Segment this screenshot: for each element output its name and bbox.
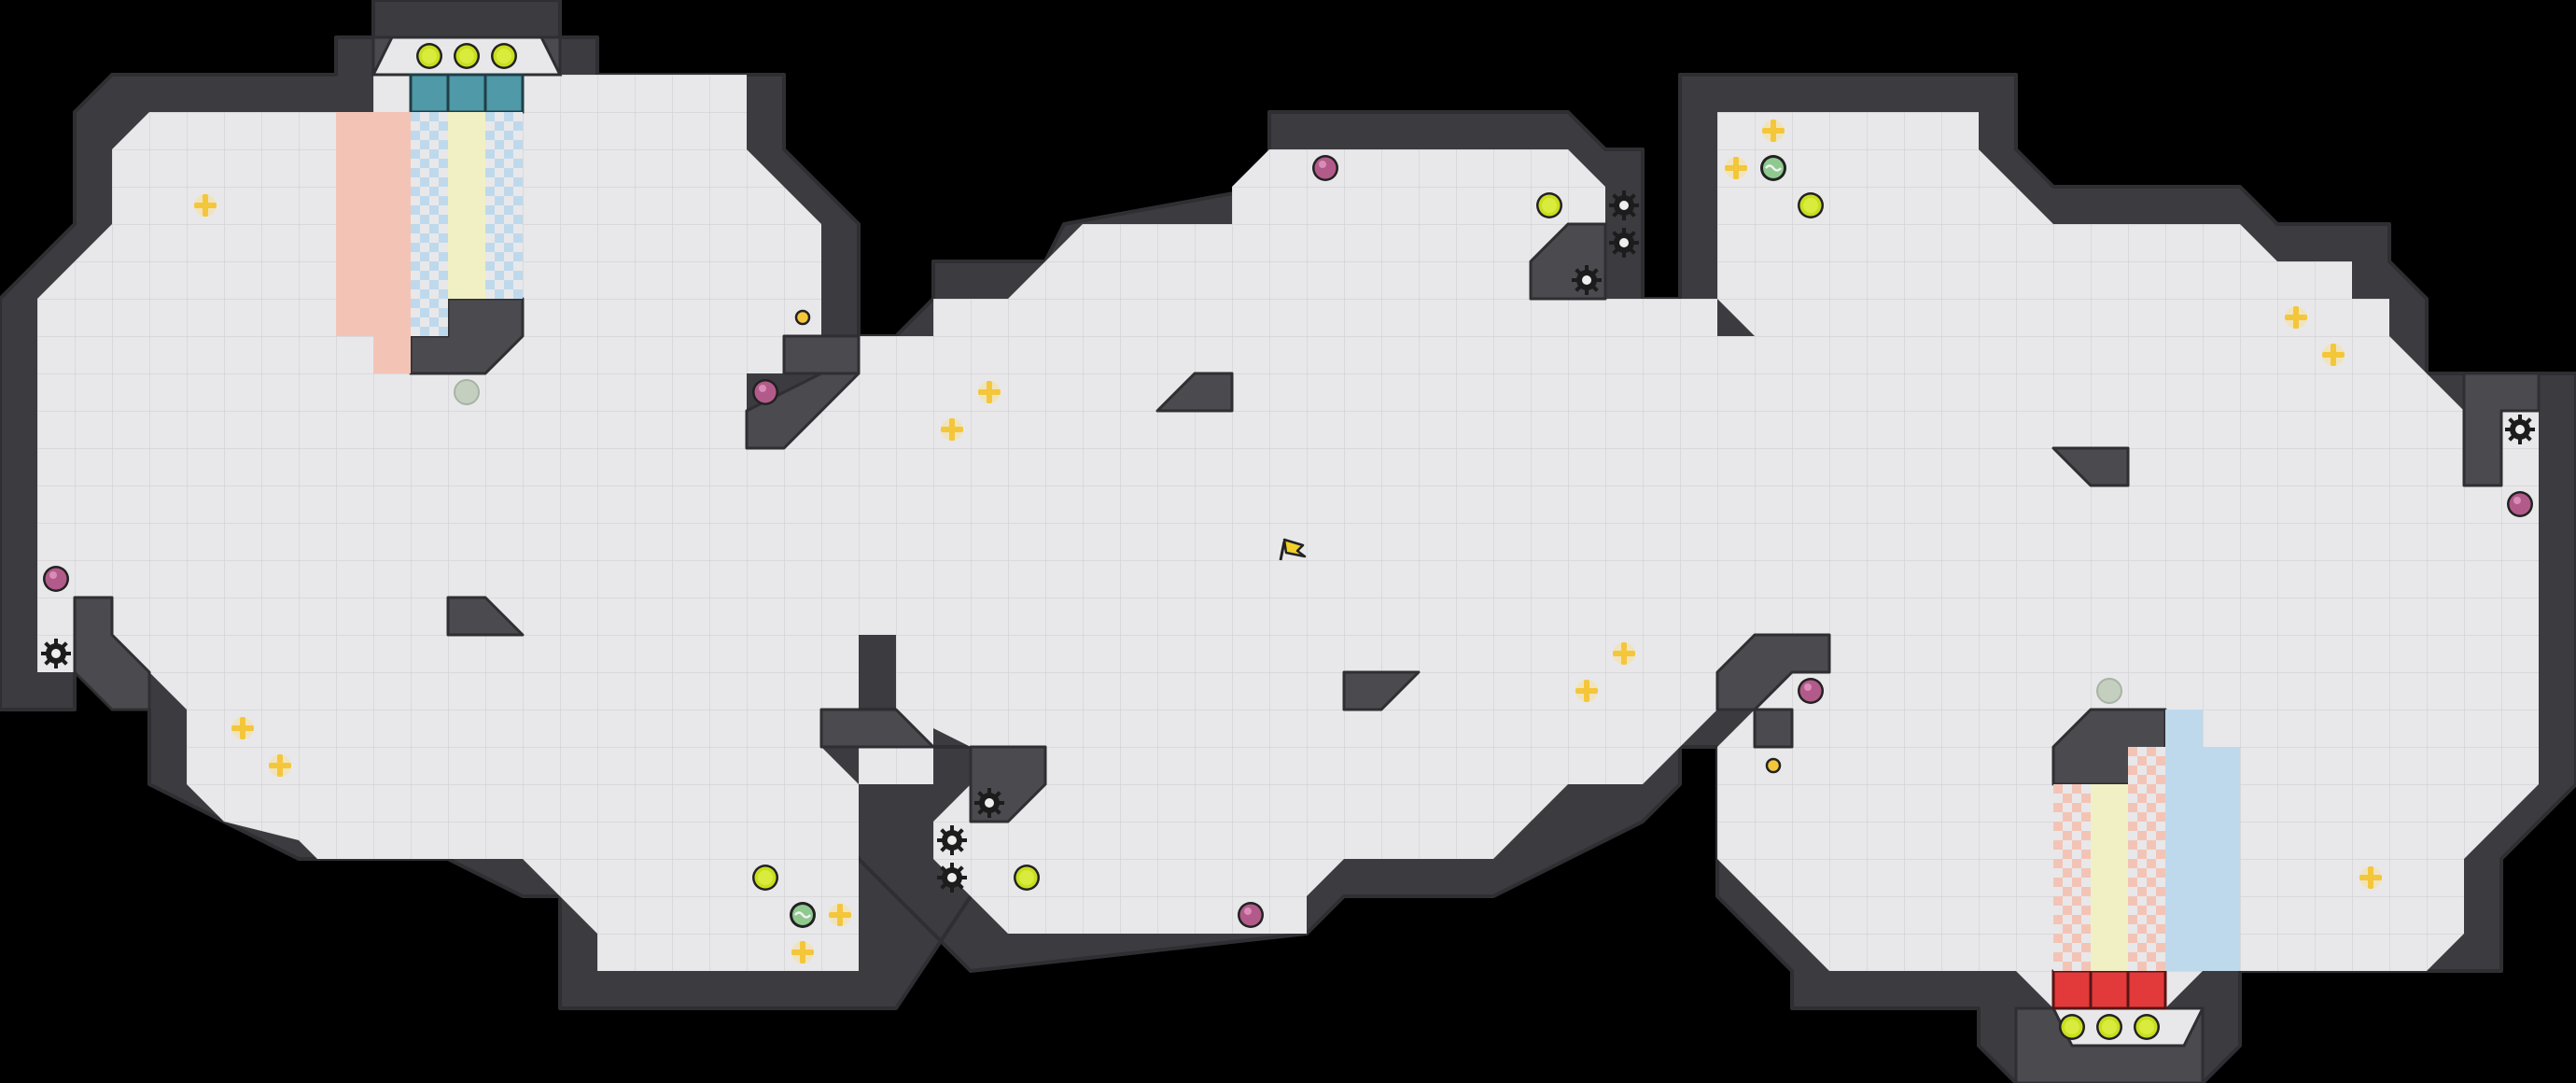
red-spawn-ball: [2096, 1014, 2122, 1040]
blue-gate-tile: [409, 73, 450, 114]
boost-icon: [978, 381, 1001, 403]
boost-icon: [1613, 642, 1635, 665]
powerup-ball: [1014, 865, 1040, 891]
bomb-icon: [1238, 902, 1264, 928]
portal-icon: [788, 900, 818, 930]
blue-team-spawn: [371, 35, 563, 114]
small-token: [794, 309, 811, 326]
boost-icon: [2285, 306, 2307, 329]
blue-spawn-ball: [454, 43, 480, 69]
boost-icon: [941, 418, 963, 441]
spike-icon: [937, 863, 967, 893]
boost-icon: [829, 904, 851, 926]
bomb-icon: [1798, 678, 1824, 704]
boost-icon: [2359, 866, 2382, 889]
bomb-icon: [2507, 491, 2533, 517]
inner-walls: [73, 35, 2541, 1083]
red-gate-tile: [2089, 969, 2130, 1010]
red-team-spawn: [2051, 969, 2205, 1048]
blue-gate-tile: [483, 73, 525, 114]
red-team-zones: [2053, 710, 2240, 971]
red-spawn-ball: [2134, 1014, 2160, 1040]
bomb-icon: [43, 566, 69, 592]
powerup-ball: [1798, 192, 1824, 218]
spike-icon: [937, 825, 967, 855]
inactive-pad: [2096, 678, 2122, 704]
spike-icon: [974, 788, 1004, 818]
powerups: [454, 192, 2122, 891]
boost-icon: [2322, 344, 2345, 366]
boost-icon: [194, 194, 217, 217]
bomb-icon: [752, 379, 778, 405]
boost-icon: [269, 754, 291, 777]
inactive-pad: [454, 379, 480, 405]
boost-icon: [1762, 120, 1785, 142]
powerup-ball: [1536, 192, 1562, 218]
spike-icon: [41, 639, 71, 668]
blue-team-zones: [336, 112, 523, 373]
red-gate-tile: [2051, 969, 2093, 1010]
blue-spawn-ball: [416, 43, 442, 69]
spike-icon: [1609, 228, 1639, 258]
spike-icon: [2505, 415, 2535, 444]
portal-icon: [1758, 153, 1788, 183]
bomb-icon: [1312, 155, 1338, 181]
red-gate-tile: [2126, 969, 2167, 1010]
boost-icon: [1725, 157, 1747, 179]
neutral-flag[interactable]: [1279, 538, 1307, 561]
red-spawn-ball: [2059, 1014, 2085, 1040]
blue-gate-tile: [446, 73, 487, 114]
spike-icon: [1572, 265, 1602, 295]
spike-icon: [1609, 190, 1639, 220]
floor: [37, 75, 2539, 1008]
boost-icon: [791, 941, 814, 963]
powerup-ball: [752, 865, 778, 891]
boost-icon: [1575, 680, 1598, 702]
blue-spawn-ball: [491, 43, 517, 69]
small-token: [1765, 757, 1782, 774]
boost-icon: [231, 717, 254, 739]
